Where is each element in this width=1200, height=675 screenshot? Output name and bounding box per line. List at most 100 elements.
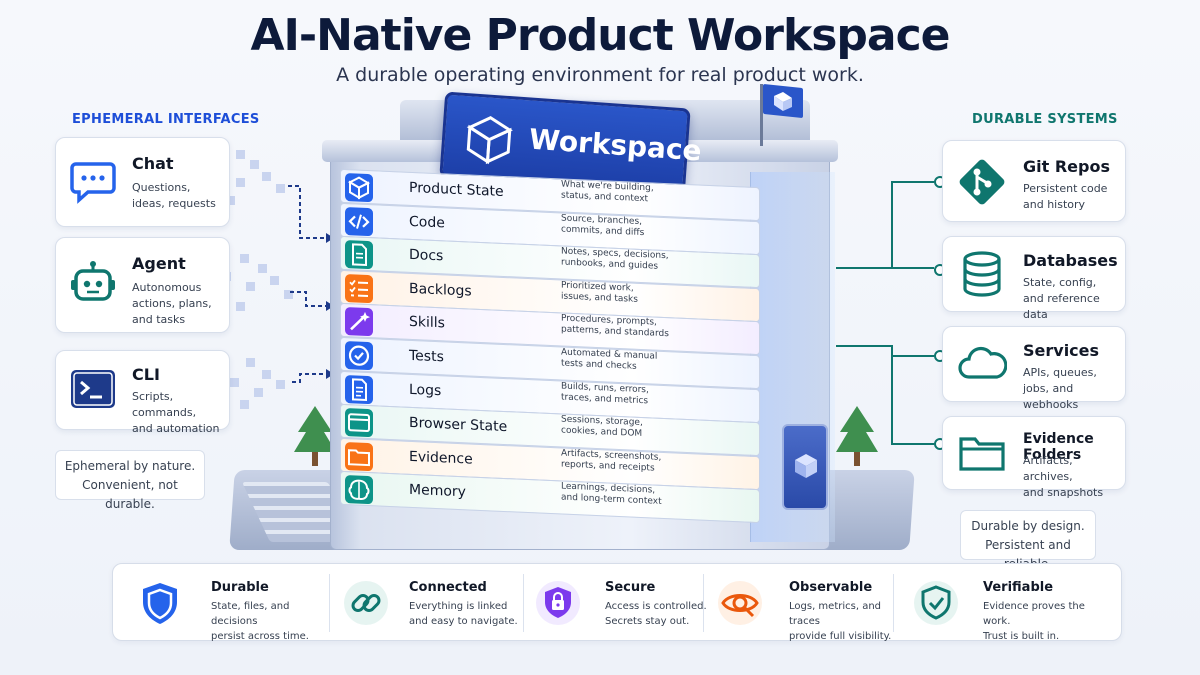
floor-description: Builds, runs, errors,traces, and metrics — [561, 381, 649, 406]
durable-heading: DURABLE SYSTEMS — [972, 112, 1118, 127]
cube-icon — [795, 454, 817, 478]
floor-product-state: Product State What we're building,status,… — [340, 168, 760, 222]
floor-code: Code Source, branches,commits, and diffs — [340, 202, 760, 255]
cloud-icon — [958, 346, 1007, 379]
pillar-title: Secure — [605, 580, 656, 595]
database-icon — [963, 251, 1001, 297]
cli-desc: Scripts, commands,and automation — [132, 390, 220, 435]
folder-icon — [959, 437, 1005, 471]
databases-desc: State, config,and reference data — [1023, 276, 1100, 321]
chat-title: Chat — [132, 154, 174, 173]
document-icon — [345, 240, 373, 270]
databases-title: Databases — [1023, 251, 1118, 270]
pillar-desc: Access is controlled.Secrets stay out. — [605, 601, 707, 627]
log-file-icon — [345, 374, 373, 404]
sign-label: Workspace — [528, 122, 703, 168]
pillar-desc: Evidence proves the work.Trust is built … — [983, 601, 1085, 642]
services-card: Services APIs, queues,jobs, and webhooks — [942, 326, 1126, 411]
flag-icon — [763, 83, 803, 119]
databases-card: Databases State, config,and reference da… — [942, 236, 1126, 321]
floor-name: Skills — [409, 314, 445, 332]
page-title: AI-Native Product Workspace — [250, 10, 950, 61]
workspace-sign: Workspace — [439, 91, 703, 195]
floor-name: Memory — [409, 482, 466, 501]
floor-logs: Logs Builds, runs, errors,traces, and met… — [340, 370, 760, 423]
agent-title: Agent — [132, 254, 186, 273]
link-icon — [344, 581, 388, 625]
eye-icon — [718, 581, 762, 625]
lock-shield-icon — [536, 581, 580, 625]
folder-icon — [345, 441, 373, 472]
floor-browser-state: Browser State Sessions, storage,cookies, … — [340, 404, 760, 457]
floor-description: Learnings, decisions,and long-term conte… — [561, 481, 662, 508]
cube-icon — [345, 173, 373, 203]
check-circle-icon — [345, 341, 373, 371]
pillar-secure: Secure Access is controlled.Secrets stay… — [519, 564, 714, 642]
floor-docs: Docs Notes, specs, decisions,runbooks, an… — [340, 236, 760, 289]
pillar-title: Verifiable — [983, 580, 1054, 595]
browser-icon — [345, 408, 373, 438]
services-desc: APIs, queues,jobs, and webhooks — [1023, 366, 1097, 411]
chat-card: Chat Questions,ideas, requests — [55, 137, 230, 227]
floor-description: Artifacts, screenshots,reports, and rece… — [561, 448, 662, 474]
cube-icon — [466, 116, 513, 165]
durable-note: Durable by design.Persistent and reliabl… — [960, 510, 1096, 571]
floor-name: Logs — [409, 381, 442, 399]
floor-description: Procedures, prompts,patterns, and standa… — [561, 313, 669, 340]
floor-evidence: Evidence Artifacts, screenshots,reports, … — [340, 437, 760, 490]
floor-backlogs: Backlogs Prioritized work,issues, and tas… — [340, 269, 760, 322]
git-repos-title: Git Repos — [1023, 157, 1110, 176]
code-icon — [345, 206, 373, 236]
cli-title: CLI — [132, 365, 160, 384]
evidence-folders-card: Evidence Folders Artifacts, archives,and… — [942, 416, 1126, 499]
floor-description: Notes, specs, decisions,runbooks, and gu… — [561, 246, 669, 272]
brain-icon — [345, 475, 373, 505]
pillar-title: Durable — [211, 580, 269, 595]
robot-icon — [71, 261, 115, 301]
chat-bubble-icon — [70, 162, 116, 204]
pillar-verifiable: Verifiable Evidence proves the work.Trus… — [897, 564, 1092, 642]
evidence-folders-title: Evidence Folders — [1023, 431, 1094, 463]
floor-name: Browser State — [409, 415, 508, 436]
floor-skills: Skills Procedures, prompts,patterns, and … — [340, 303, 760, 356]
floor-description: Source, branches,commits, and diffs — [561, 213, 645, 238]
evidence-folders-desc: Artifacts, archives,and snapshots — [1023, 454, 1104, 499]
ephemeral-heading: EPHEMERAL INTERFACES — [72, 112, 260, 127]
pillar-title: Observable — [789, 580, 873, 595]
floor-description: What we're building,status, and context — [561, 179, 654, 205]
terminal-icon — [71, 370, 115, 408]
ephemeral-note: Ephemeral by nature.Convenient, not dura… — [55, 450, 205, 511]
page-subtitle: A durable operating environment for real… — [336, 64, 864, 86]
services-title: Services — [1023, 341, 1100, 360]
floor-description: Prioritized work,issues, and tasks — [561, 280, 638, 305]
floor-memory: Memory Learnings, decisions,and long-term… — [340, 471, 760, 524]
check-shield-icon — [914, 581, 958, 625]
floor-name: Backlogs — [409, 280, 472, 300]
floor-description: Sessions, storage,cookies, and DOM — [561, 414, 643, 440]
magic-wand-icon — [345, 307, 373, 337]
flag-pole — [760, 84, 763, 146]
floor-name: Tests — [409, 347, 444, 366]
chat-desc: Questions,ideas, requests — [132, 181, 216, 210]
tree-icon — [836, 406, 878, 466]
floor-name: Code — [409, 213, 445, 232]
tree-icon — [294, 406, 336, 466]
pillar-title: Connected — [409, 580, 487, 595]
floor-name: Product State — [409, 179, 504, 200]
git-icon — [959, 159, 1005, 205]
floor-name: Evidence — [409, 448, 473, 468]
checklist-icon — [345, 273, 373, 304]
cli-card: CLI Scripts, commands,and automation — [55, 350, 230, 435]
floor-name: Docs — [409, 247, 444, 265]
